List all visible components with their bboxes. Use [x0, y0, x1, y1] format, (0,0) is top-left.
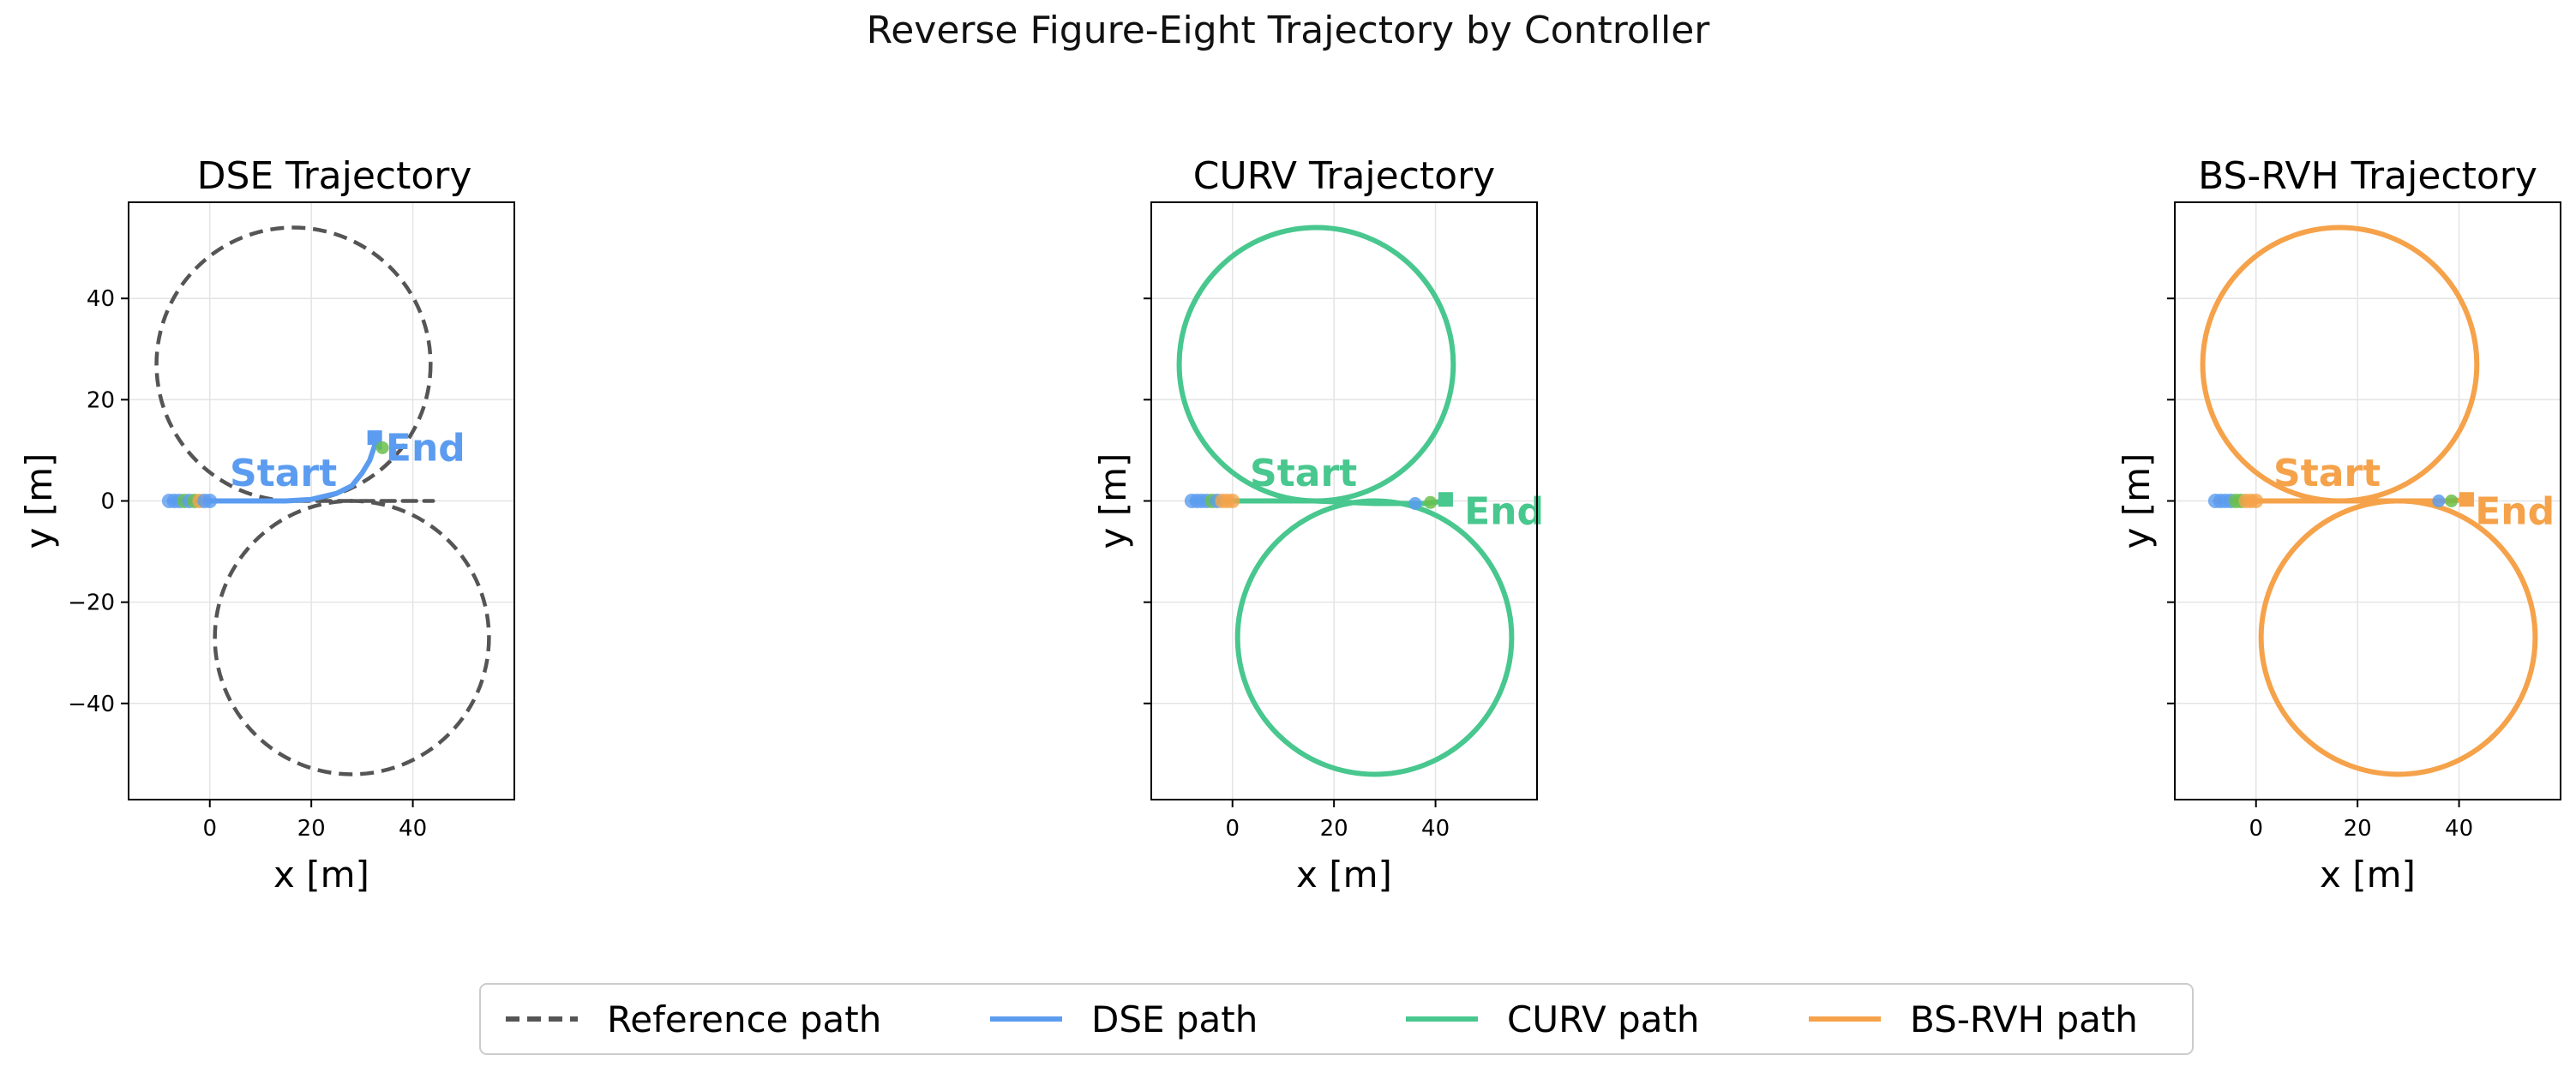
end-marker-point [1424, 495, 1438, 509]
end-marker-square [1438, 492, 1453, 507]
panel-title: BS-RVH Trajectory [2198, 154, 2537, 198]
legend: Reference path DSE path CURV path BS-RVH pa… [479, 983, 2194, 1055]
y-tick-label: 40 [87, 286, 115, 312]
x-tick-label: 20 [1320, 816, 1348, 842]
legend-frame [479, 983, 2194, 1055]
annotation-end: End [1464, 489, 1544, 533]
x-axis-label: x [m] [2320, 854, 2416, 896]
x-tick-label: 40 [399, 816, 427, 842]
annotation-end: End [2475, 489, 2555, 533]
series-loop [1234, 498, 1515, 777]
figure-title: Reverse Figure-Eight Trajectory by Contr… [866, 9, 1710, 52]
series-loop [213, 499, 491, 776]
end-marker-point [2445, 495, 2459, 507]
y-axis-label: y [m] [1092, 453, 1134, 549]
x-tick-label: 20 [297, 816, 326, 842]
legend-label: Reference path [607, 998, 881, 1040]
x-tick-label: 0 [202, 816, 217, 842]
annotation-start: Start [230, 452, 337, 495]
x-axis-label: x [m] [1296, 854, 1392, 896]
x-tick-label: 40 [1421, 816, 1450, 842]
annotation-end: End [386, 426, 465, 470]
start-cluster-point [1225, 494, 1240, 508]
x-axis-label: x [m] [273, 854, 369, 896]
chart-panel-1: Start End 0 20 40 −40 −20 0 20 40 x [m] y [m] DSE Tr… [18, 154, 515, 896]
start-cluster-point [2249, 494, 2264, 508]
y-axis-label: y [m] [18, 453, 60, 549]
panel-title: DSE Trajectory [197, 154, 472, 198]
plot-area [154, 225, 491, 776]
y-axis-label: y [m] [2116, 453, 2158, 549]
plot-area [2200, 225, 2538, 777]
legend-label: BS-RVH path [1910, 998, 2138, 1040]
legend-label: CURV path [1507, 998, 1700, 1040]
series-loop [2258, 498, 2538, 777]
x-tick-label: 0 [1225, 816, 1240, 842]
x-tick-label: 0 [2249, 816, 2263, 842]
start-cluster-point [202, 494, 218, 508]
y-tick-label: 0 [100, 489, 115, 515]
end-marker-point [375, 441, 389, 454]
y-tick-label: 20 [87, 387, 115, 413]
legend-label: DSE path [1091, 998, 1258, 1040]
y-tick-label: −40 [68, 692, 115, 717]
end-marker-square [367, 430, 382, 446]
y-tick-label: −20 [68, 590, 115, 616]
x-tick-label: 40 [2445, 816, 2473, 842]
annotation-start: Start [1250, 452, 1357, 495]
x-tick-label: 20 [2344, 816, 2372, 842]
end-marker-point [2432, 495, 2446, 507]
plot-area [1176, 225, 1515, 777]
end-marker-square [2459, 492, 2474, 507]
panel-title: CURV Trajectory [1193, 154, 1495, 198]
end-marker-point [1408, 496, 1422, 510]
annotation-start: Start [2273, 452, 2381, 495]
